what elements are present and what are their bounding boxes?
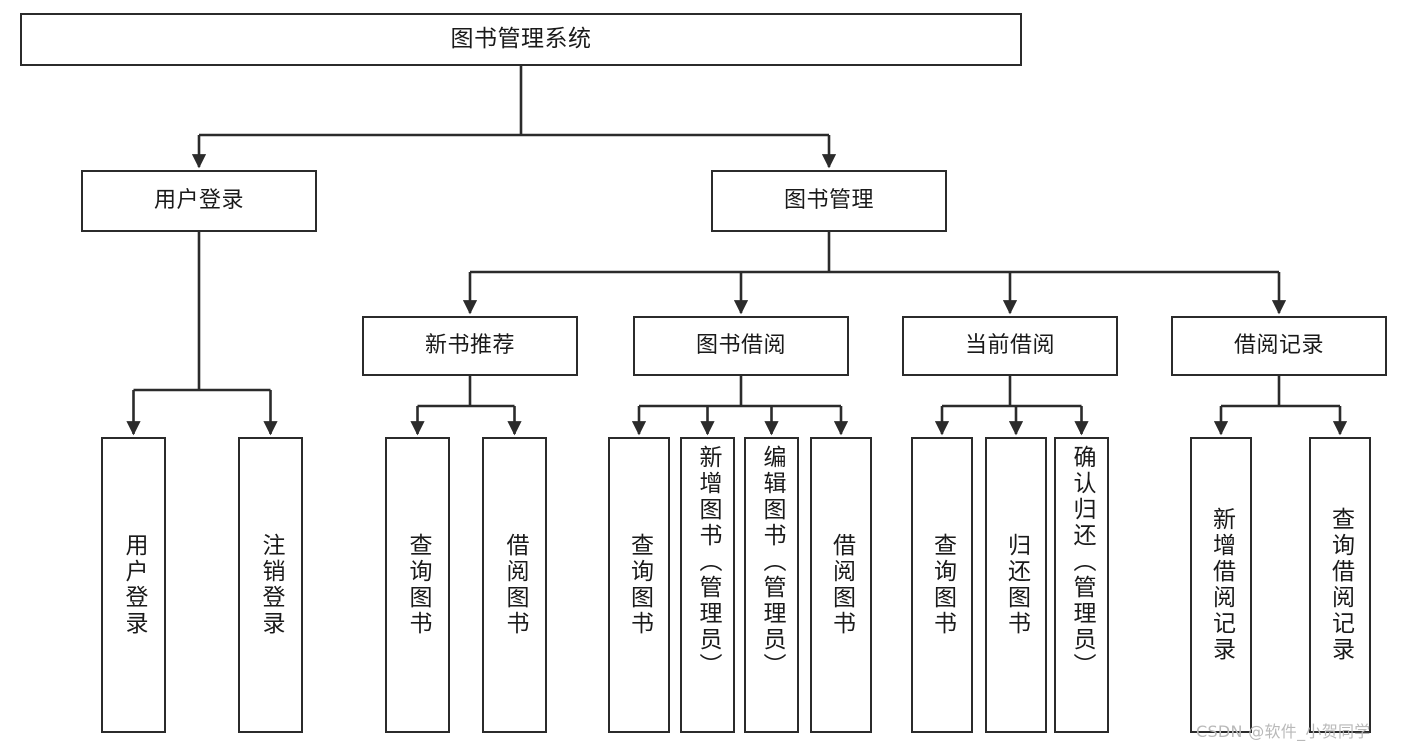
- node-borrow-record[interactable]: 借阅记录: [1171, 316, 1387, 376]
- node-current-borrow[interactable]: 当前借阅: [902, 316, 1118, 376]
- node-label: 借阅图书: [502, 533, 528, 637]
- node-leaf-return-book[interactable]: 归还图书: [985, 437, 1047, 733]
- node-label: 新增图书（管理员）: [695, 445, 721, 679]
- node-leaf-confirm-return[interactable]: 确认归还（管理员）: [1054, 437, 1109, 733]
- node-leaf-borrow-book-2[interactable]: 借阅图书: [810, 437, 872, 733]
- node-leaf-user-login[interactable]: 用户登录: [101, 437, 166, 733]
- node-label: 用户登录: [121, 533, 147, 637]
- node-leaf-query-book-3[interactable]: 查询图书: [911, 437, 973, 733]
- node-label: 图书管理系统: [450, 25, 592, 52]
- node-leaf-add-book[interactable]: 新增图书（管理员）: [680, 437, 735, 733]
- node-leaf-add-record[interactable]: 新增借阅记录: [1190, 437, 1252, 733]
- node-leaf-borrow-book-1[interactable]: 借阅图书: [482, 437, 547, 733]
- csdn-watermark: CSDN @软件_小贺同学: [1196, 722, 1371, 741]
- node-leaf-query-book-1[interactable]: 查询图书: [385, 437, 450, 733]
- node-label: 当前借阅: [964, 333, 1055, 359]
- node-root[interactable]: 图书管理系统: [20, 13, 1022, 66]
- node-leaf-edit-book[interactable]: 编辑图书（管理员）: [744, 437, 799, 733]
- node-label: 图书管理: [783, 188, 874, 214]
- node-leaf-logout[interactable]: 注销登录: [238, 437, 303, 733]
- node-label: 新书推荐: [424, 333, 515, 359]
- node-label: 查询借阅记录: [1327, 507, 1354, 663]
- node-label: 借阅图书: [828, 533, 855, 637]
- node-user-login[interactable]: 用户登录: [81, 170, 317, 232]
- node-label: 编辑图书（管理员）: [759, 445, 785, 679]
- node-label: 查询图书: [929, 533, 956, 637]
- node-label: 图书借阅: [695, 333, 786, 359]
- node-label: 注销登录: [258, 533, 284, 637]
- node-label: 归还图书: [1003, 533, 1030, 637]
- node-leaf-query-book-2[interactable]: 查询图书: [608, 437, 670, 733]
- node-book-borrow[interactable]: 图书借阅: [633, 316, 849, 376]
- node-label: 查询图书: [405, 533, 431, 637]
- node-label: 用户登录: [153, 188, 244, 214]
- node-leaf-query-record[interactable]: 查询借阅记录: [1309, 437, 1371, 733]
- node-label: 确认归还（管理员）: [1069, 445, 1095, 679]
- node-book-management[interactable]: 图书管理: [711, 170, 947, 232]
- node-label: 查询图书: [626, 533, 653, 637]
- node-new-book-recommend[interactable]: 新书推荐: [362, 316, 578, 376]
- node-label: 新增借阅记录: [1208, 507, 1235, 663]
- node-label: 借阅记录: [1233, 333, 1324, 359]
